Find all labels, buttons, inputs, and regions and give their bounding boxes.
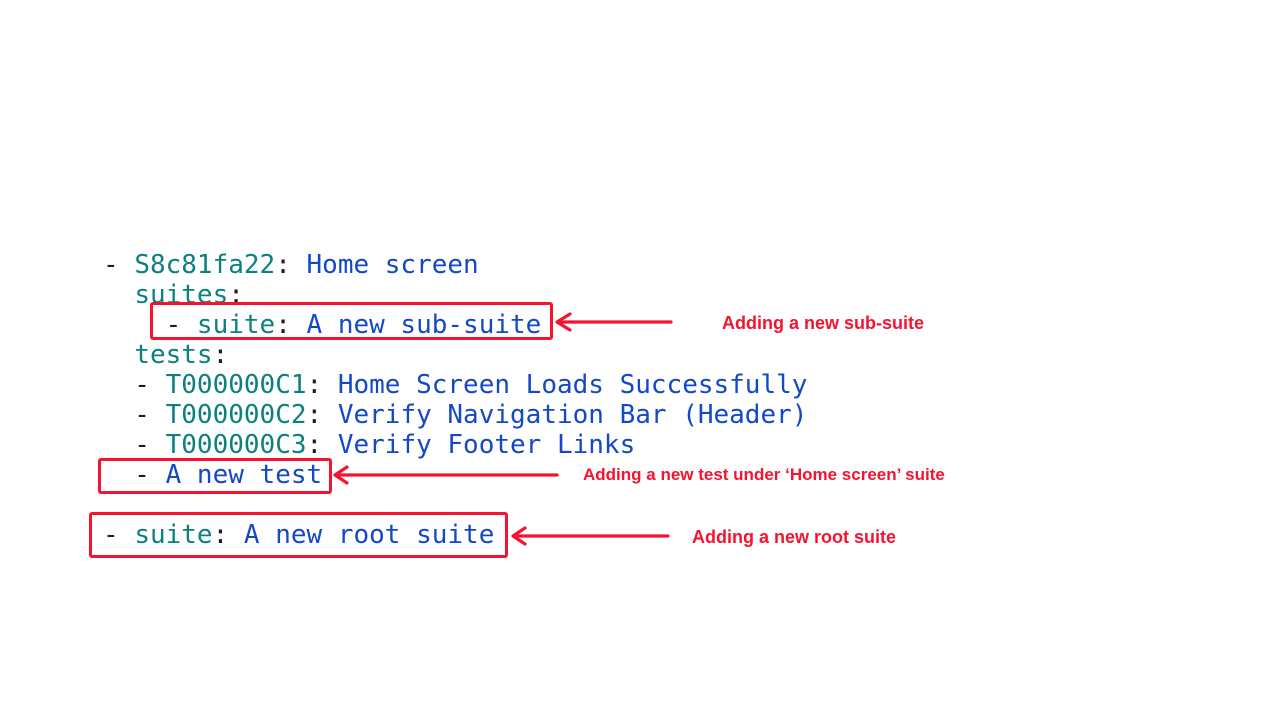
code-segment-plain: -	[103, 250, 135, 280]
code-segment-value: A new root suite	[228, 520, 495, 550]
code-line: - T000000C1: Home Screen Loads Successfu…	[103, 370, 807, 400]
code-segment-value: Verify Footer Links	[322, 430, 636, 460]
code-segment-plain: :	[212, 520, 229, 550]
annotation-root-suite: Adding a new root suite	[692, 527, 897, 547]
code-segment-plain: :	[275, 250, 291, 280]
code-segment-key: T000000C1	[165, 370, 307, 400]
code-segment-value: Verify Navigation Bar (Header)	[322, 400, 808, 430]
code-segment-plain: -	[103, 430, 166, 460]
code-segment-plain: :	[306, 370, 323, 400]
code-segment-value: Home Screen Loads Successfully	[322, 370, 808, 400]
code-segment-value: A new test	[165, 460, 323, 490]
code-segment-plain: -	[103, 370, 166, 400]
highlight-box-new-test	[98, 458, 332, 494]
code-segment-key: T000000C3	[165, 430, 307, 460]
code-segment-plain: :	[306, 400, 323, 430]
code-line: - suite: A new sub-suite	[103, 310, 807, 340]
code-segment-key: suite	[134, 520, 213, 550]
code-segment-plain: -	[103, 520, 135, 550]
highlight-box-sub-suite	[150, 302, 553, 340]
code-segment-plain: :	[275, 310, 291, 340]
code-segment-plain	[103, 340, 134, 370]
code-line: - T000000C2: Verify Navigation Bar (Head…	[103, 400, 807, 430]
code-segment-value: A new sub-suite	[290, 310, 542, 340]
code-segment-key: suite	[196, 310, 276, 340]
code-segment-value: Home screen	[290, 250, 479, 280]
yaml-code-block: - S8c81fa22: Home screen suites: - suite…	[103, 250, 807, 550]
code-segment-key: suites	[134, 280, 229, 310]
annotation-sub-suite: Adding a new sub-suite	[722, 313, 925, 333]
code-segment-key: T000000C2	[165, 400, 307, 430]
annotation-new-test: Adding a new test under ‘Home screen’ su…	[583, 465, 945, 484]
code-segment-plain: -	[103, 460, 166, 490]
code-line: - suite: A new root suite	[103, 520, 807, 550]
code-segment-plain: :	[306, 430, 323, 460]
code-line: - S8c81fa22: Home screen	[103, 250, 807, 280]
code-segment-plain: -	[103, 310, 197, 340]
code-line: - T000000C3: Verify Footer Links	[103, 430, 807, 460]
code-segment-key: tests	[134, 340, 213, 370]
code-line: - A new test	[103, 460, 807, 490]
code-segment-key: S8c81fa22	[134, 250, 276, 280]
code-segment-plain: -	[103, 400, 166, 430]
highlight-box-root-suite	[89, 512, 508, 558]
code-segment-plain	[103, 280, 134, 310]
code-segment-plain: :	[212, 340, 229, 370]
code-line: tests:	[103, 340, 807, 370]
